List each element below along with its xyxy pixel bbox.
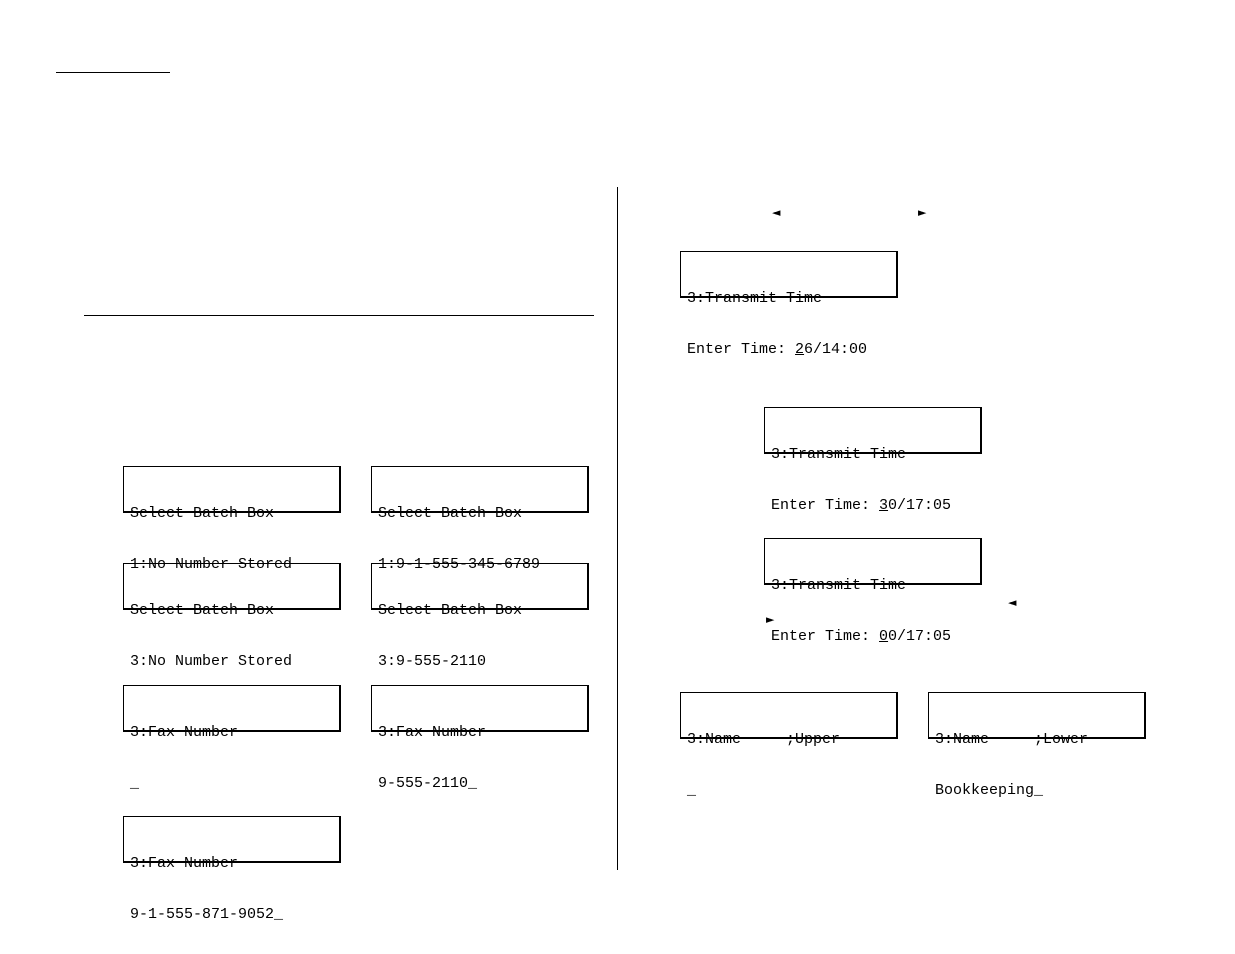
left-arrow-icon: ◄: [1008, 596, 1017, 609]
lcd-line-2: _: [687, 782, 697, 799]
lcd-line-2: 9-1-555-871-9052_: [130, 906, 284, 923]
time-prefix: Enter Time:: [771, 628, 880, 645]
lcd-line-2: 1:No Number Stored: [130, 556, 293, 573]
time-suffix: 0/17:05: [888, 628, 952, 645]
lcd-line-1: Select Batch Box: [130, 505, 275, 522]
lcd-transmit-time-3: 3:Transmit Time Enter Time: 00/17:05: [764, 538, 982, 645]
lcd-line-2: 3:9-555-2110: [378, 653, 487, 670]
lcd-batch-box-1-empty: Select Batch Box 1:No Number Stored: [123, 466, 341, 573]
lcd-fax-number-empty: 3:Fax Number _: [123, 685, 341, 792]
lcd-line-1: 3:Transmit Time: [687, 290, 823, 307]
lcd-fax-number-long: 3:Fax Number 9-1-555-871-9052_: [123, 816, 341, 923]
lcd-fax-number-entered: 3:Fax Number 9-555-2110_: [371, 685, 589, 792]
time-suffix: 6/14:00: [804, 341, 868, 358]
lcd-line-2: Enter Time: 30/17:05: [771, 497, 980, 514]
left-arrow-icon: ◄: [772, 206, 781, 219]
lcd-transmit-time-1: 3:Transmit Time Enter Time: 26/14:00: [680, 251, 898, 358]
cursor-char: 2: [795, 341, 805, 358]
lcd-line-2: Enter Time: 26/14:00: [687, 341, 896, 358]
lcd-line-1: 3:Fax Number: [378, 724, 487, 741]
lcd-line-1: 3:Fax Number: [130, 855, 239, 872]
lcd-batch-box-1-stored: Select Batch Box 1:9-1-555-345-6789: [371, 466, 589, 573]
cursor-char: 0: [879, 628, 889, 645]
lcd-line-1: 3:Name ;Lower: [935, 731, 1089, 748]
right-arrow-icon: ►: [918, 206, 927, 219]
lcd-line-2: 3:No Number Stored: [130, 653, 293, 670]
cursor-char: 3: [879, 497, 889, 514]
time-prefix: Enter Time:: [687, 341, 796, 358]
lcd-line-1: 3:Transmit Time: [771, 446, 907, 463]
lcd-name-upper: 3:Name ;Upper _: [680, 692, 898, 799]
right-arrow-icon: ►: [766, 613, 775, 626]
lcd-line-2: _: [130, 775, 140, 792]
lcd-batch-box-3-empty: Select Batch Box 3:No Number Stored: [123, 563, 341, 670]
section-divider: [84, 315, 594, 316]
column-divider: [617, 187, 618, 870]
lcd-line-1: 3:Name ;Upper: [687, 731, 841, 748]
lcd-name-lower: 3:Name ;Lower Bookkeeping_: [928, 692, 1146, 799]
lcd-line-1: 3:Transmit Time: [771, 577, 907, 594]
lcd-batch-box-3-stored: Select Batch Box 3:9-555-2110: [371, 563, 589, 670]
time-suffix: 0/17:05: [888, 497, 952, 514]
header-rule: [56, 72, 170, 73]
lcd-line-2: 1:9-1-555-345-6789: [378, 556, 541, 573]
lcd-transmit-time-2: 3:Transmit Time Enter Time: 30/17:05: [764, 407, 982, 514]
lcd-line-2: 9-555-2110_: [378, 775, 478, 792]
lcd-line-1: Select Batch Box: [130, 602, 275, 619]
lcd-line-1: 3:Fax Number: [130, 724, 239, 741]
lcd-line-2: Bookkeeping_: [935, 782, 1044, 799]
lcd-line-1: Select Batch Box: [378, 505, 523, 522]
lcd-line-2: Enter Time: 00/17:05: [771, 628, 980, 645]
time-prefix: Enter Time:: [771, 497, 880, 514]
lcd-line-1: Select Batch Box: [378, 602, 523, 619]
